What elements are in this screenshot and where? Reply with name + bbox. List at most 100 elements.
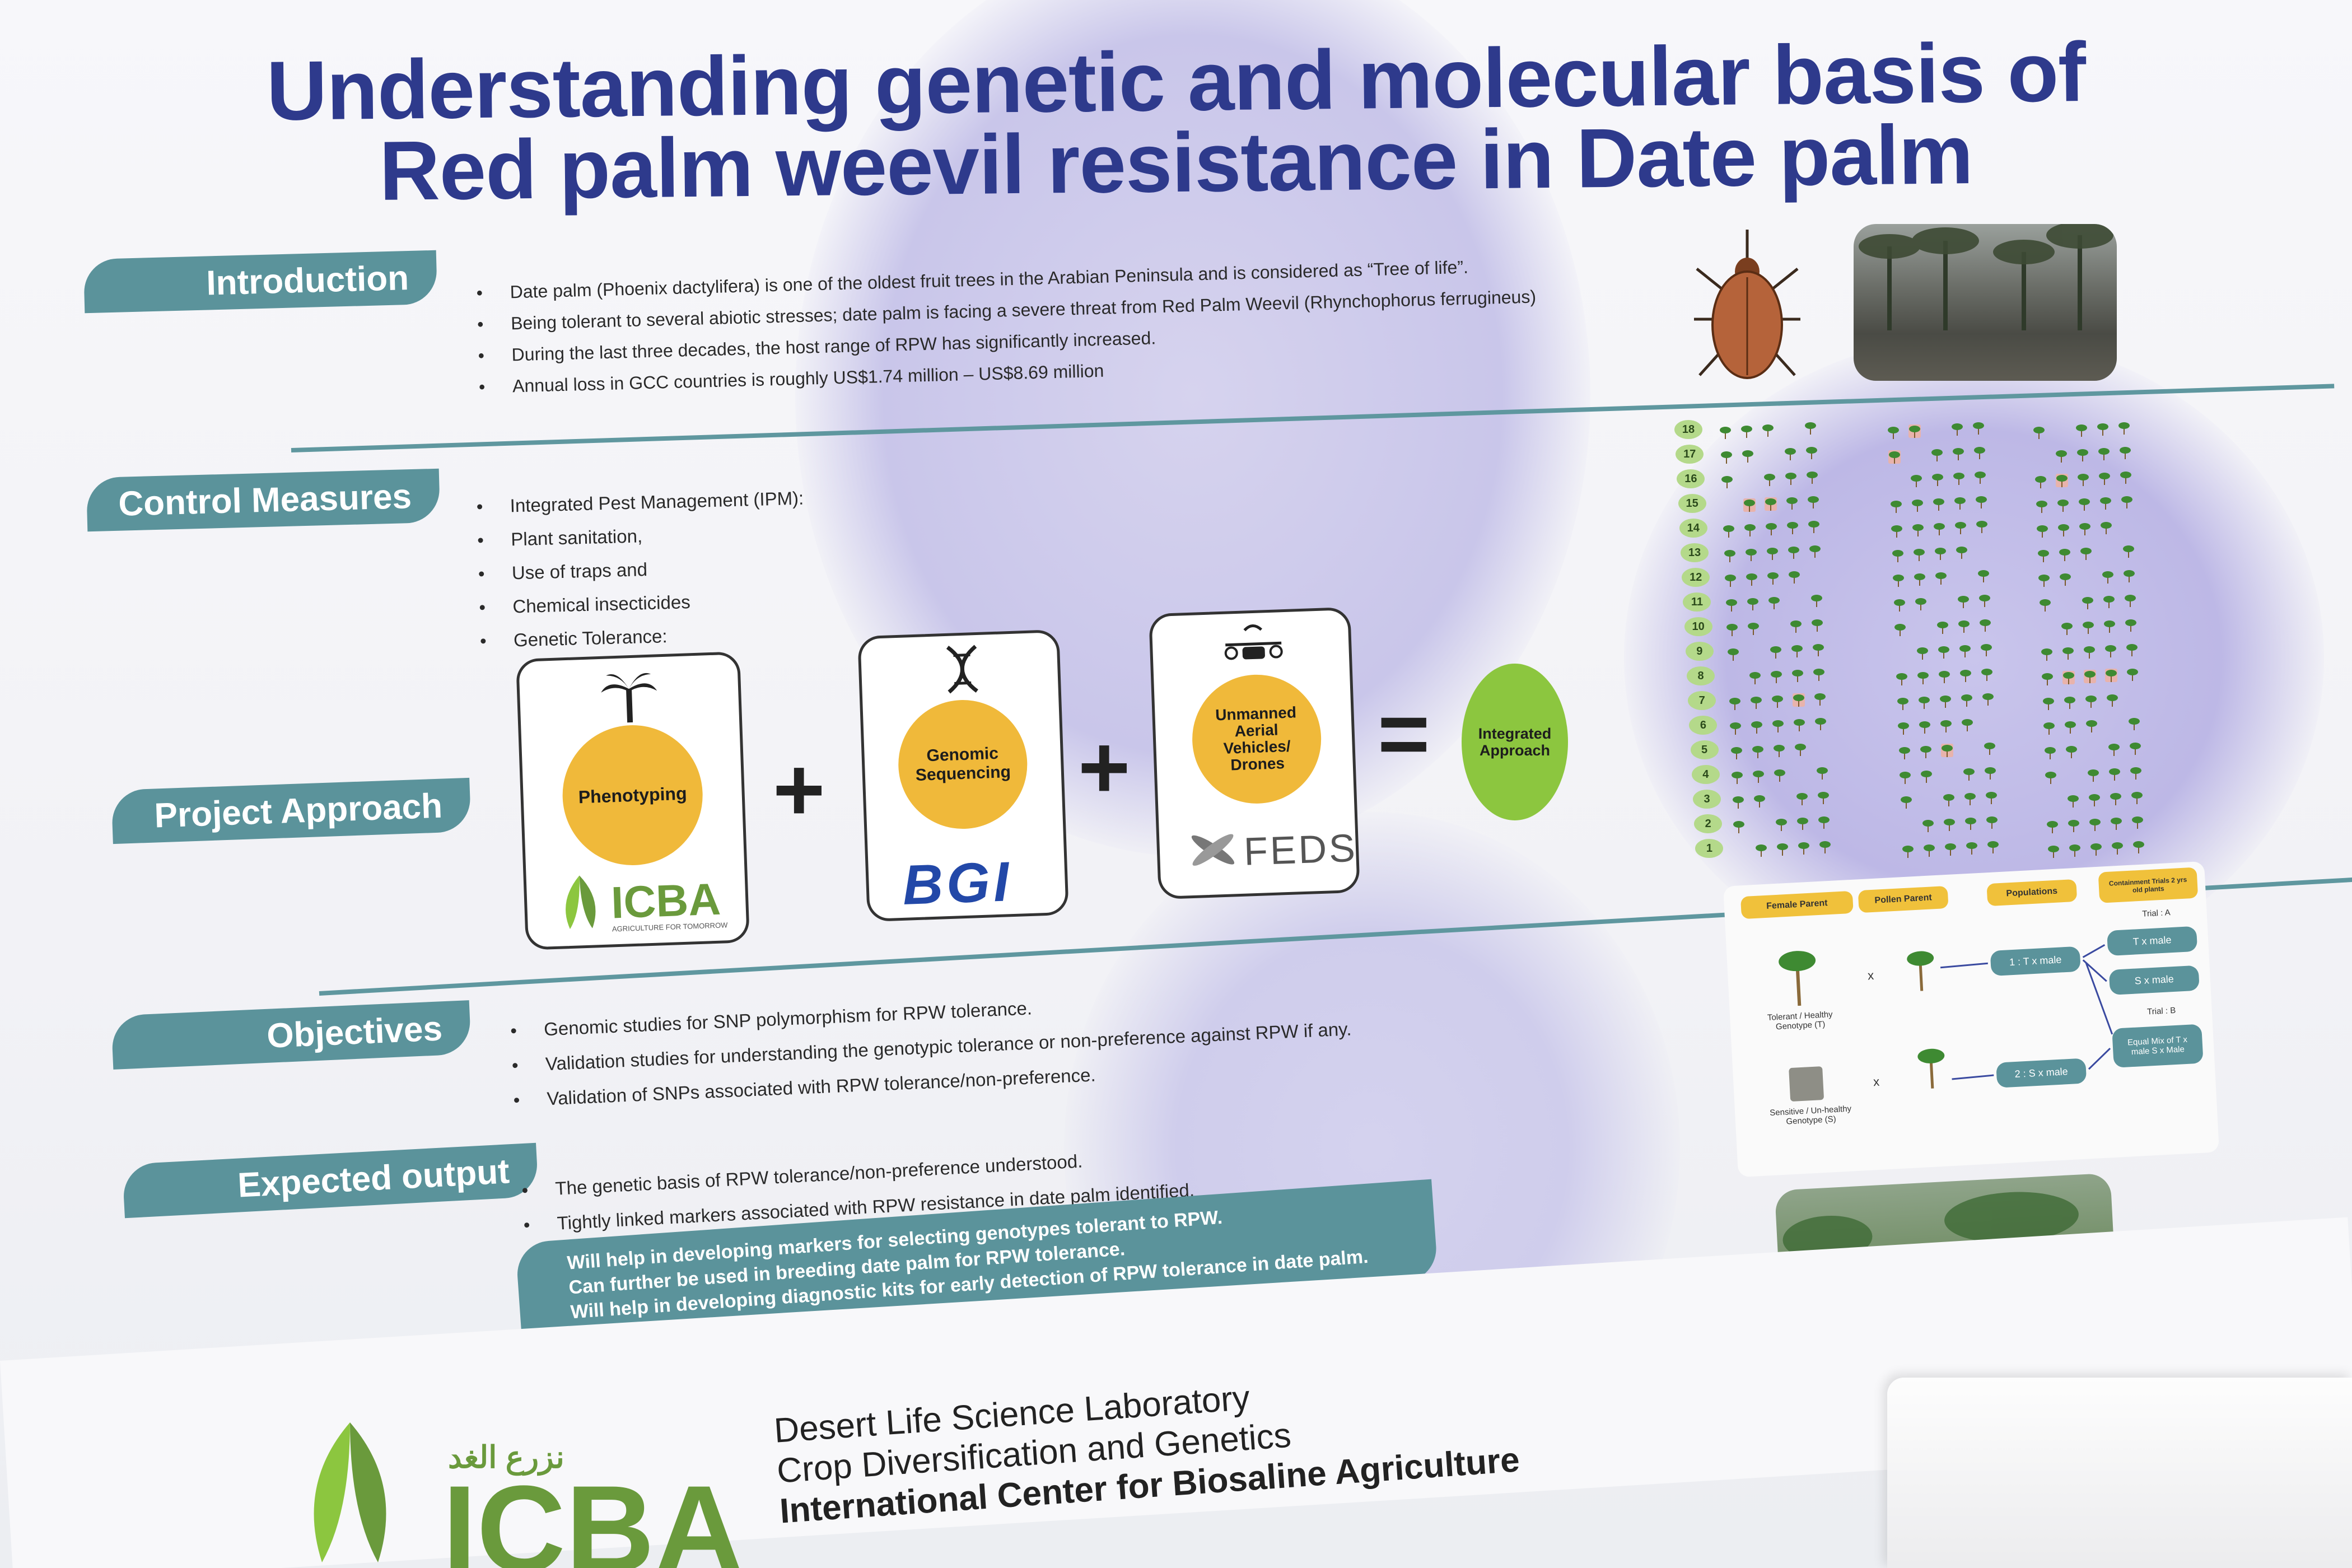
field-palm [1814,692,1826,706]
field-palm [2065,745,2078,758]
field-palm [1963,767,1975,781]
field-palm [1959,644,1971,657]
field-palm [2123,569,2135,582]
field-palm [2131,791,2143,804]
field-palm [1952,447,1964,460]
field-palm [2037,549,2050,562]
uav-line: Aerial [1234,721,1279,740]
field-palm [1730,746,1743,759]
field-palm [1931,473,1944,486]
field-palm [1814,717,1827,730]
palm-tree-icon [1779,951,1816,1006]
field-palm [1767,571,1779,585]
field-palm [2062,671,2075,684]
field-palm [1773,744,1785,757]
introduction-list: Date palm (Phoenix dactylifera) is one o… [476,245,1711,403]
field-palm [1917,671,1929,684]
field-palm [1747,622,1760,635]
field-palm [1987,840,1999,853]
field-palm [1810,594,1823,607]
field-palm [1912,523,1924,536]
field-palm [1935,571,1947,585]
field-palm [2126,668,2139,681]
field-palm [2103,619,2116,633]
field-palm [2130,766,2142,780]
field-palm [2131,815,2144,829]
field-palm [1964,792,1976,805]
field-palm [1726,623,1738,636]
field-palm [1966,841,1978,855]
field-palm [2075,423,2088,437]
feds-logo: FEDS [1243,825,1359,874]
integrated-approach-circle: Integrated Approach [1462,664,1568,820]
dna-icon [946,645,978,694]
field-row-label: 11 [1683,592,1711,612]
field-palm [1920,745,1932,758]
field-palm [1902,844,1914,858]
equals-sign: = [1378,683,1430,783]
footer-icba-logo: ICBA [442,1460,744,1568]
field-palm [2079,522,2091,535]
field-palm [1729,721,1742,735]
field-palm [1806,470,1818,484]
field-palm [1978,594,1991,607]
objectives-list: Genomic studies for SNP polymorphism for… [510,969,1521,1117]
icba-logo: ICBA [610,874,722,928]
field-palm [1752,769,1765,783]
field-palm [1775,818,1788,831]
field-palm [1765,522,1777,535]
field-palm [1951,422,1963,436]
field-palm [2132,840,2145,853]
field-palm [1745,548,1757,561]
field-palm [1819,840,1831,853]
field-palm [1958,619,1970,633]
field-palm [1956,545,1968,559]
field-palm [1918,696,1930,709]
field-palm [1980,643,1992,656]
field-palm [1915,597,1927,610]
field-row-label: 5 [1690,740,1719,759]
field-palm [2057,498,2069,512]
field-palm [2124,594,2136,607]
field-palm [1931,448,1943,461]
field-palm [1798,841,1810,855]
field-palm [1776,842,1789,856]
palm-tree-icon [1917,1048,1945,1089]
field-palm [2033,426,2045,439]
field-palm [2041,647,2053,661]
field-palm [2108,767,2121,781]
field-palm [2082,596,2094,609]
field-palm [1919,720,1931,734]
field-palm [2089,818,2101,831]
field-palm [2077,473,2089,486]
field-palm [2059,572,2071,586]
field-palm [1936,620,1949,634]
field-palm [1816,766,1828,780]
field-palm [1913,548,1925,561]
field-palm [2100,521,2112,534]
field-palm [2078,497,2090,511]
uav-line: Unmanned [1215,703,1297,724]
field-palm [1809,544,1821,558]
field-row-label: 18 [1674,420,1702,439]
field-palm [1940,719,1952,732]
field-palm [2055,449,2068,463]
field-palm [1719,426,1732,439]
field-palm [1747,597,1759,610]
control-measures-list: Integrated Pest Management (IPM): Plant … [476,477,984,657]
flow-arrows [1940,944,2113,1080]
field-palm [2118,421,2130,435]
field-palm [1790,619,1802,633]
field-palm [1768,596,1780,609]
field-palm [1791,644,1803,657]
field-palm [2069,843,2081,857]
field-palm [1914,572,1926,586]
field-palm [1911,498,1924,512]
field-palm [1972,421,1985,435]
field-palm [1794,743,1807,756]
field-palm [2036,524,2048,538]
palm-tree-icon [601,673,657,723]
uav-circle: Unmanned Aerial Vehicles/ Drones [1190,672,1324,806]
field-palm [1984,741,1996,755]
field-palm [1982,692,1994,706]
